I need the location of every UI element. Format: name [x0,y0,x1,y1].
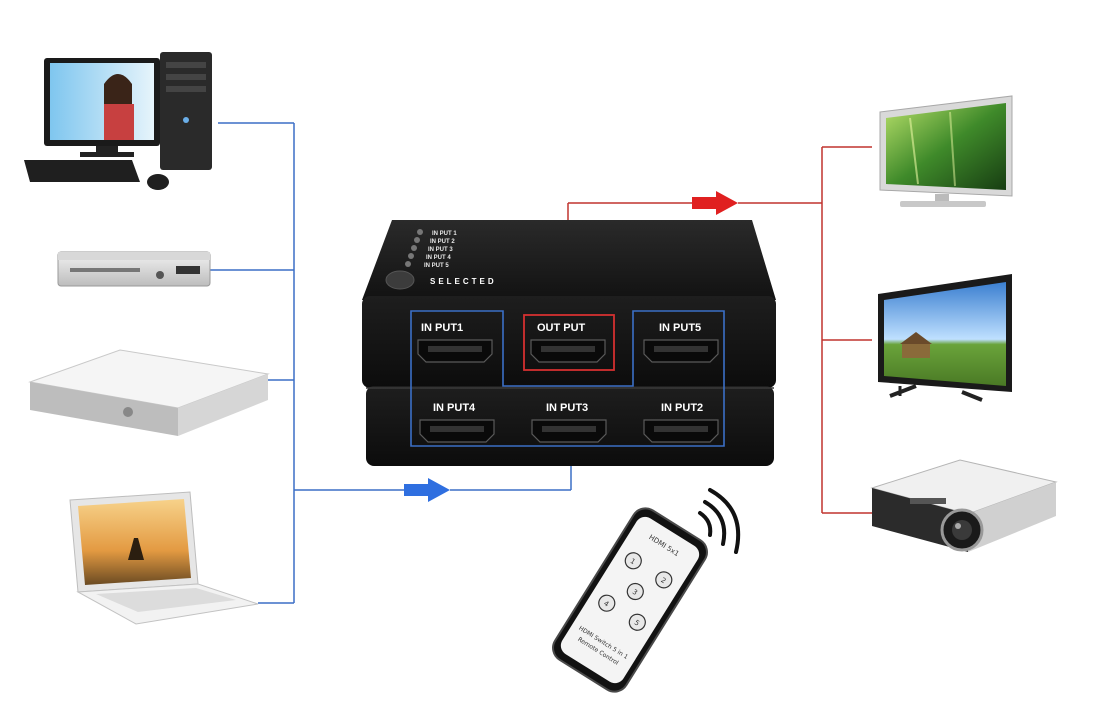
indicator-label-3: IN PUT 3 [428,247,453,253]
dvd-player [57,251,211,287]
projector [870,459,1058,552]
mouse [147,174,169,190]
lcd-tv-forest [879,95,1013,207]
tv1-screen [886,103,1006,190]
input-connection-lines [210,122,572,604]
remote-button-2[interactable] [653,569,675,591]
indicator-label-4: IN PUT 4 [426,255,451,261]
wireless-signal-icon [698,488,741,554]
hdmi-port-input3[interactable] [531,419,607,443]
remote-button-4[interactable] [596,592,618,614]
indicator-label-5: IN PUT 5 [424,263,449,269]
hdmi-switch-box: IN PUT 1 IN PUT 2 IN PUT 3 IN PUT 4 IN P… [362,220,776,466]
switch-top [362,220,776,300]
input-ports-highlight [410,310,725,447]
port-label-input4: IN PUT4 [433,402,476,414]
remote-button-3[interactable] [624,580,646,602]
port-label-input3: IN PUT3 [546,402,588,414]
hdmi-port-output[interactable] [530,339,606,363]
flat-tv-landscape [878,274,1012,402]
external-optical-drive [28,349,270,436]
tv2-screen [884,282,1006,386]
laptop [69,491,259,625]
indicator-label-2: IN PUT 2 [430,239,455,245]
remote-button-1-label: 1 [629,557,637,566]
port-label-input1: IN PUT1 [421,322,463,334]
keyboard [24,160,140,182]
pc-monitor-screen [50,63,154,140]
input-arrow-icon [404,478,450,502]
remote-button-5[interactable] [626,611,648,633]
output-port-highlight [523,314,615,371]
hdmi-port-input5[interactable] [643,339,719,363]
hdmi-port-input2[interactable] [643,419,719,443]
output-arrow-icon [692,191,738,215]
remote-button-5-label: 5 [633,619,641,628]
remote-button-2-label: 2 [659,576,667,585]
output-connection-lines [567,146,872,514]
remote-button-4-label: 4 [602,599,610,608]
remote-button-3-label: 3 [631,588,639,597]
hdmi-port-input1[interactable] [417,339,493,363]
port-label-input5: IN PUT5 [659,322,701,334]
hdmi-port-input4[interactable] [419,419,495,443]
indicator-panel: IN PUT 1 IN PUT 2 IN PUT 3 IN PUT 4 IN P… [405,229,457,269]
selected-label: SELECTED [430,277,497,286]
pc-tower [160,52,212,170]
remote-control: HDMI 5x1 1 2 3 4 5 HDMI Switch 5 in 1 Re… [552,488,741,693]
port-label-output: OUT PUT [537,322,586,334]
remote-button-1[interactable] [622,550,644,572]
indicator-label-1: IN PUT 1 [432,231,457,237]
desktop-computer [24,52,212,190]
port-label-input2: IN PUT2 [661,402,703,414]
select-button[interactable] [385,270,415,290]
